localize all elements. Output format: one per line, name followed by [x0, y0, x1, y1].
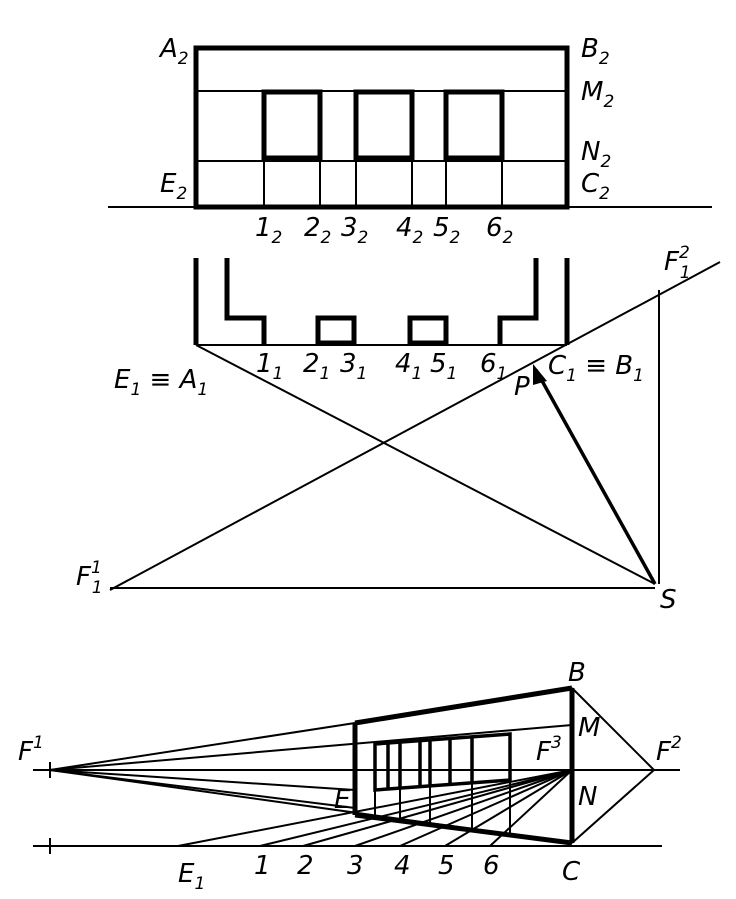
label-6-2: 62	[486, 213, 513, 248]
persp-vanishing-rays	[49, 722, 573, 844]
front-window-3	[443, 89, 505, 161]
persp-line-c-f2	[571, 769, 655, 844]
label-persp-n: N	[578, 782, 597, 812]
label-persp-3: 3	[347, 851, 364, 881]
plan-pier-2	[407, 315, 449, 346]
label-persp-5: 5	[438, 851, 455, 881]
label-b2: B2	[581, 34, 610, 69]
plan-inner-wall-right	[497, 258, 539, 345]
persp-window-divisions	[386, 737, 474, 789]
label-c1-b1: C1 ≡ B1	[548, 351, 644, 386]
perspective-view: B M N C E F1 F2 F3 E1 1 2 3 4 5 6	[18, 658, 682, 894]
label-m2: M2	[581, 77, 614, 112]
label-persp-4: 4	[394, 851, 411, 881]
label-6-1: 61	[480, 349, 507, 384]
persp-measuring-lines	[177, 769, 573, 847]
front-wall-outline	[193, 45, 570, 210]
label-s: S	[660, 585, 677, 615]
label-persp-f3: F3	[536, 733, 562, 767]
label-5-1: 51	[430, 349, 457, 384]
label-p: P	[514, 372, 530, 402]
label-n2: N2	[581, 137, 611, 172]
persp-line-b-f2	[571, 687, 655, 771]
plan-arrow-sp	[534, 369, 657, 585]
label-persp-6: 6	[483, 851, 500, 881]
label-a2: A2	[158, 34, 189, 69]
persp-top-edge	[354, 685, 573, 726]
label-4-1: 41	[395, 349, 422, 384]
plan-sightline-e1	[195, 344, 656, 585]
label-3-1: 31	[340, 349, 367, 384]
label-c2: C2	[581, 169, 610, 204]
plan-inner-wall-left	[224, 258, 267, 345]
front-division-lines	[263, 91, 503, 207]
label-4-2: 42	[396, 213, 423, 248]
label-e1-a1: E1 ≡ A1	[114, 365, 208, 400]
front-window-2	[353, 89, 415, 161]
label-persp-c: C	[562, 857, 581, 887]
label-1-1: 11	[256, 349, 283, 384]
label-2-1: 21	[303, 349, 330, 384]
persp-window-band	[373, 732, 512, 792]
label-persp-1: 1	[254, 851, 271, 881]
front-view: A2 B2 M2 N2 E2 C2 12 22 32 42 52 62	[108, 34, 712, 248]
label-1-2: 12	[255, 213, 282, 248]
label-persp-f2: F2	[656, 733, 682, 767]
plan-pier-1	[315, 315, 357, 346]
label-3-2: 32	[341, 213, 368, 248]
label-2-2: 22	[304, 213, 331, 248]
label-persp-b: B	[568, 658, 586, 688]
persp-bottom-edge	[354, 812, 573, 846]
persp-wall-verticals	[374, 780, 511, 835]
label-persp-m: M	[578, 713, 600, 743]
front-window-1	[261, 89, 323, 161]
label-persp-e1: E1	[178, 859, 205, 894]
label-e2: E2	[160, 169, 187, 204]
label-persp-e: E	[334, 785, 351, 815]
label-5-2: 52	[433, 213, 460, 248]
plan-vanishing-line-f	[109, 261, 721, 591]
arrowhead-icon	[533, 364, 547, 385]
label-persp-2: 2	[297, 851, 314, 881]
label-persp-f1: F1	[18, 733, 44, 767]
